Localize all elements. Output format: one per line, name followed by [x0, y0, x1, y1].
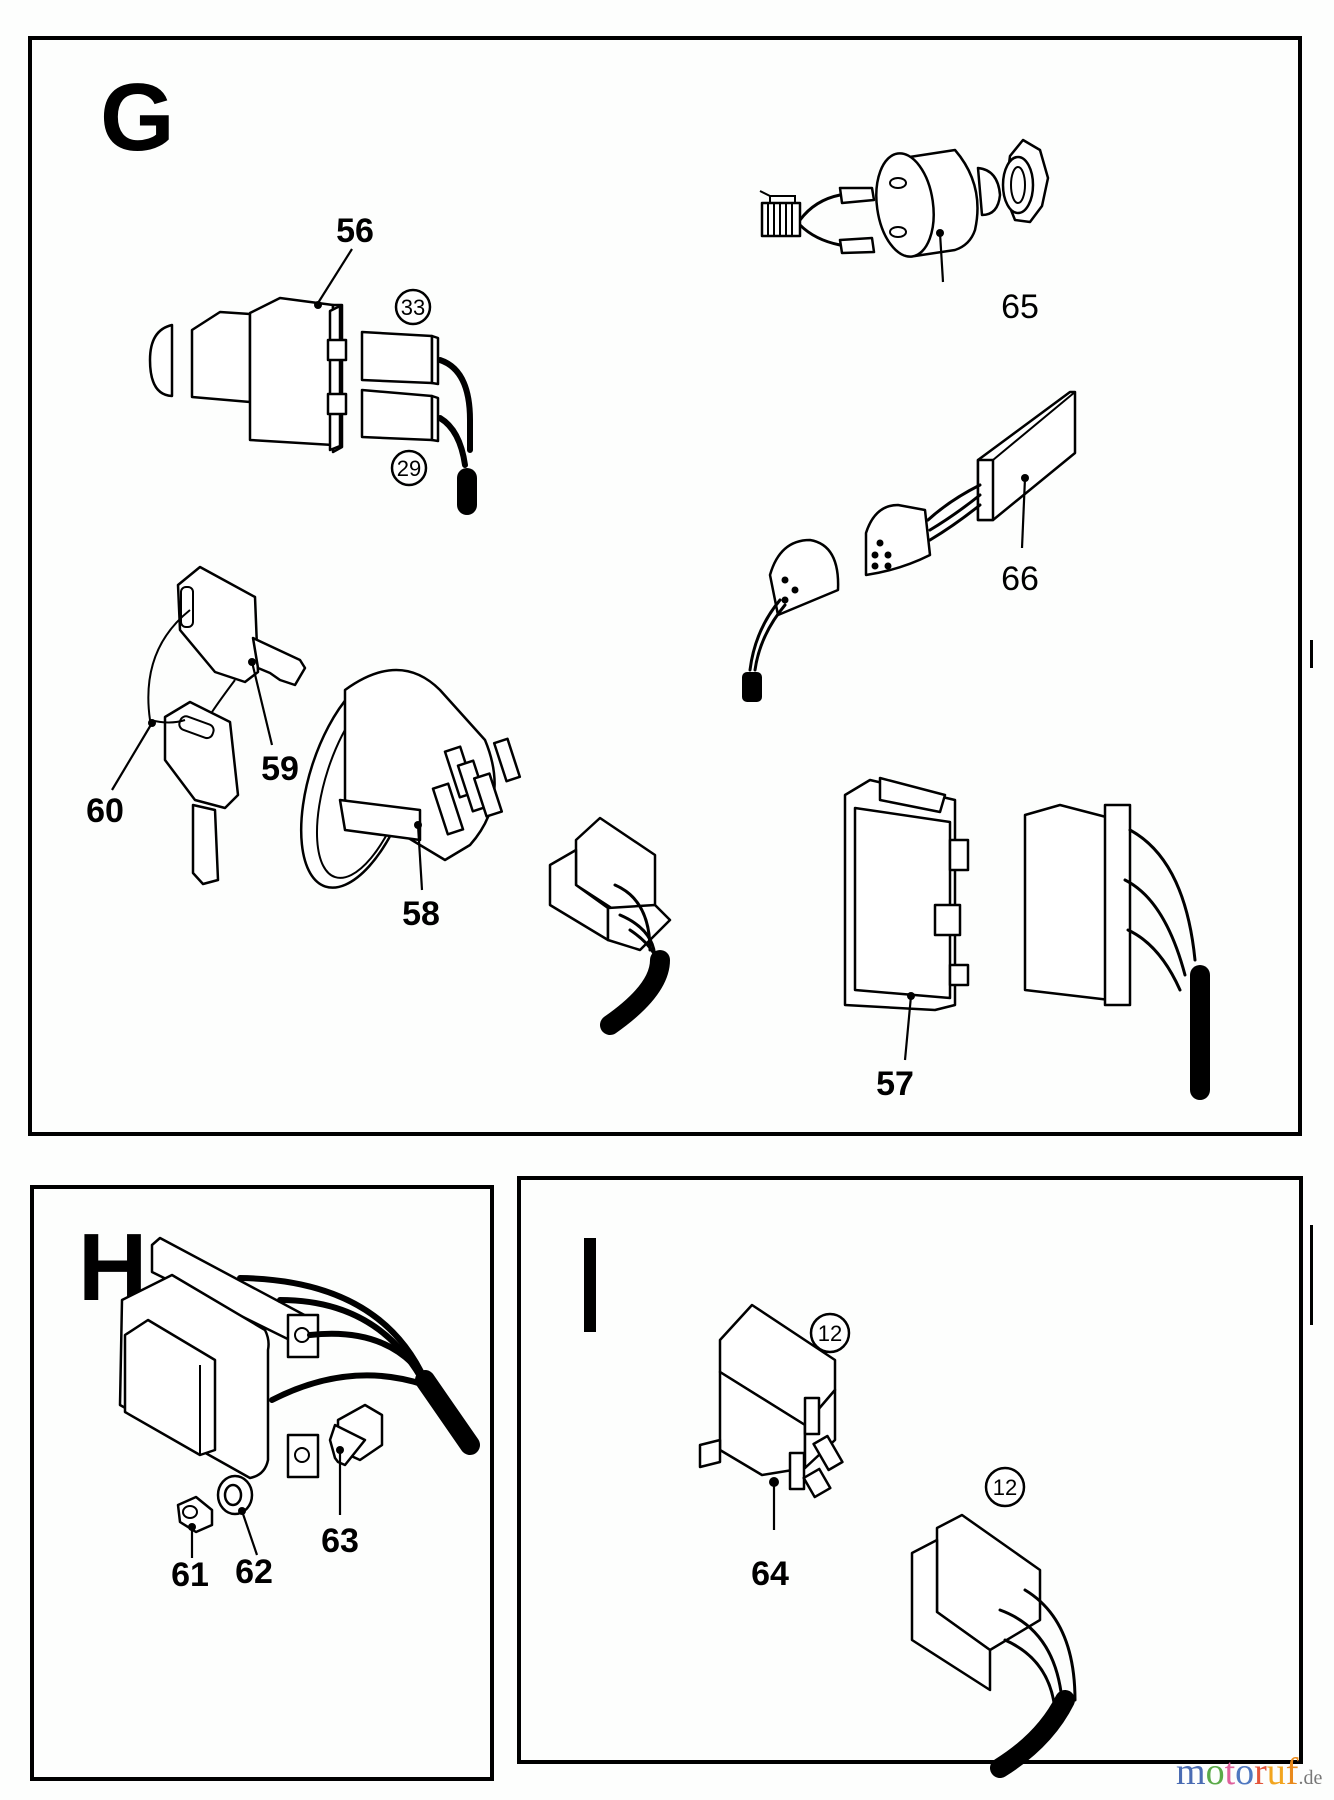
- callout-58: 58: [402, 895, 440, 933]
- coiled-wire: [760, 201, 802, 238]
- callout-62: 62: [235, 1553, 273, 1591]
- regulator-harness: [237, 1275, 480, 1455]
- part-59-key[interactable]: [176, 565, 307, 687]
- callout-59: 59: [261, 750, 299, 788]
- logo-letter: u: [1266, 1751, 1286, 1793]
- ref-12-connector: 12: [984, 1466, 1026, 1508]
- connector-29[interactable]: [360, 388, 477, 515]
- part-65-rotary-switch[interactable]: [870, 138, 1050, 260]
- panel-i: I 64 12 12: [517, 1176, 1303, 1778]
- panel-g: G 56 33 29: [28, 36, 1302, 1136]
- ref-12-relay: 12: [809, 1312, 851, 1354]
- part-59-key-2[interactable]: [163, 700, 240, 886]
- panel-i-frame: [517, 1176, 1303, 1764]
- ref-29: 29: [390, 449, 428, 487]
- part-64-relay[interactable]: [698, 1303, 844, 1499]
- callout-60: 60: [86, 792, 124, 830]
- rocker-connector: [1023, 803, 1210, 1100]
- logo-letter: m: [1176, 1751, 1206, 1793]
- callout-66: 66: [1001, 560, 1039, 598]
- edge-mark: [1310, 640, 1313, 668]
- callout-56: 56: [336, 212, 374, 250]
- watermark-logo: motoruf.de: [1176, 1752, 1322, 1798]
- svg-text:12: 12: [818, 1321, 842, 1346]
- callout-61: 61: [171, 1556, 209, 1594]
- part-65-leads: [759, 186, 876, 255]
- connector-33[interactable]: [360, 330, 473, 453]
- logo-letter: o: [1235, 1751, 1255, 1793]
- logo-letter: o: [1205, 1751, 1225, 1793]
- logo-letter: r: [1254, 1751, 1267, 1793]
- callout-65: 65: [1001, 288, 1039, 326]
- callout-57: 57: [876, 1065, 914, 1103]
- panel-i-letter-bar: [584, 1238, 596, 1332]
- ref-33: 33: [394, 288, 432, 326]
- part-58-ignition-switch[interactable]: [278, 658, 522, 902]
- part-61-nut[interactable]: [176, 1495, 214, 1534]
- part-66-harness: [742, 483, 982, 702]
- logo-letter: t: [1224, 1751, 1236, 1793]
- callout-64: 64: [751, 1555, 789, 1593]
- callout-63: 63: [321, 1522, 359, 1560]
- part-63-bolt[interactable]: [328, 1403, 384, 1467]
- relay-connector[interactable]: [910, 1513, 1077, 1778]
- edge-mark: [1310, 1225, 1313, 1325]
- ignition-connector: [548, 816, 672, 1035]
- panel-h: H 63 62: [30, 1185, 494, 1781]
- part-57-rocker-switch[interactable]: [843, 776, 970, 1012]
- part-62-washer[interactable]: [216, 1474, 254, 1516]
- panel-g-letter: G: [100, 64, 175, 171]
- part-regulator[interactable]: [118, 1236, 320, 1480]
- svg-text:12: 12: [993, 1475, 1017, 1500]
- logo-tld: .de: [1298, 1767, 1323, 1789]
- svg-text:29: 29: [397, 456, 421, 481]
- panel-g-frame: [28, 36, 1302, 1136]
- logo-letter: f: [1285, 1751, 1299, 1793]
- svg-text:33: 33: [401, 295, 425, 320]
- part-56-switch[interactable]: [148, 296, 348, 454]
- part-66-module[interactable]: [976, 390, 1077, 522]
- panel-h-frame: [30, 1185, 494, 1781]
